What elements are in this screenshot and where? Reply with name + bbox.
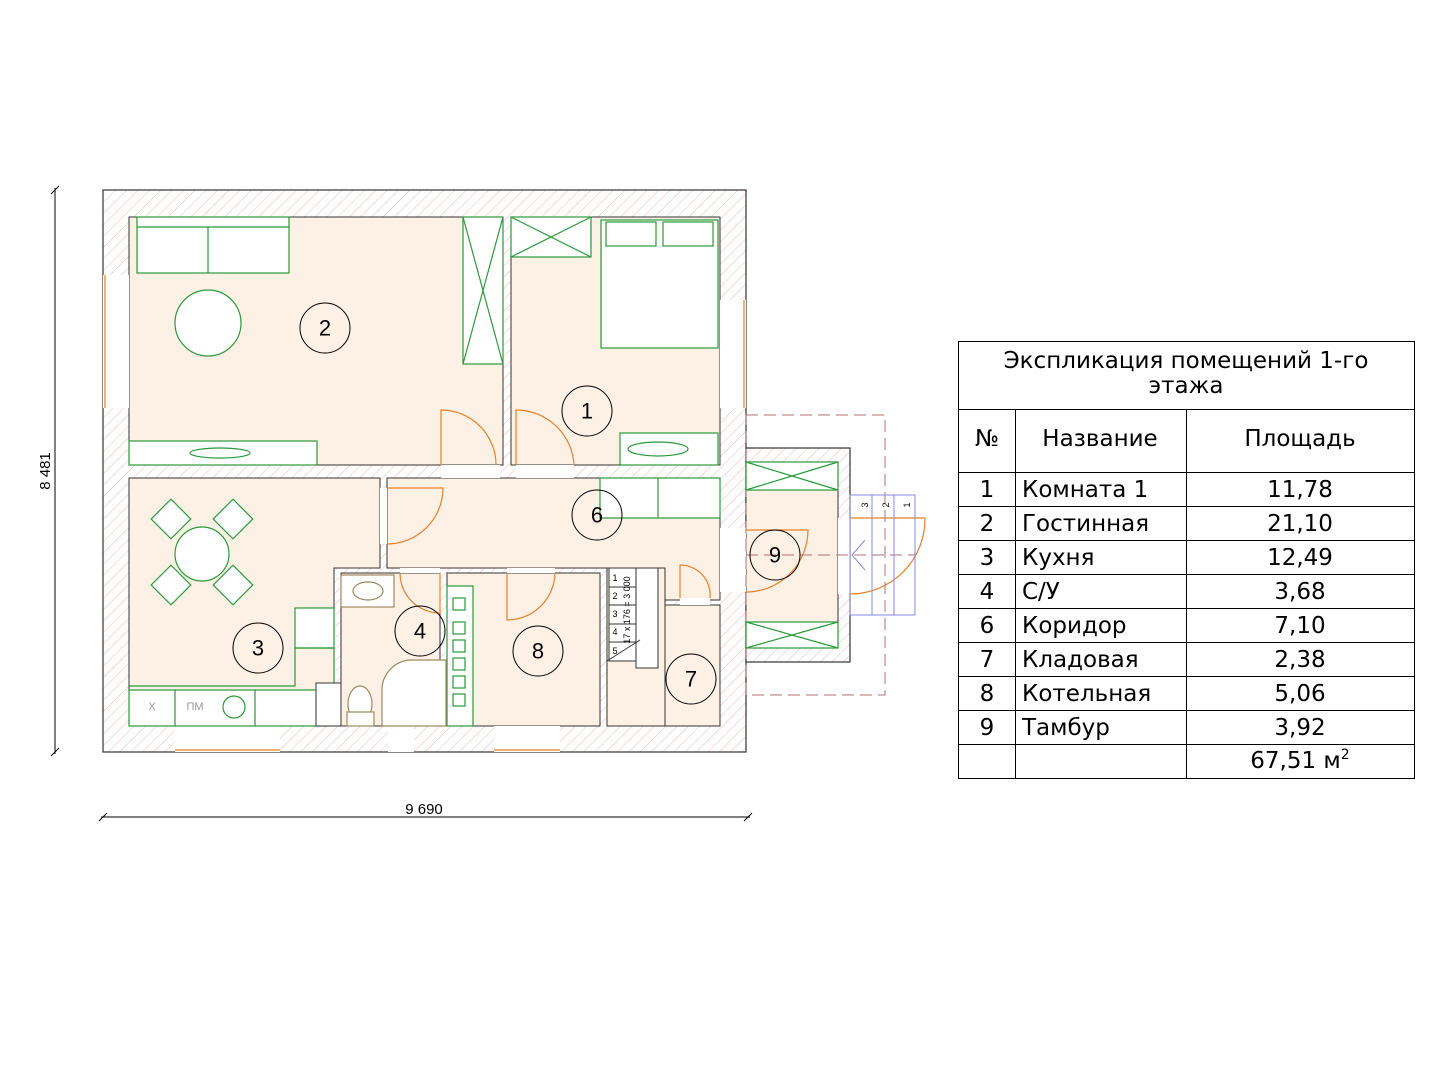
table-cell-name: Кладовая — [1022, 647, 1139, 673]
chimney — [315, 682, 342, 727]
table-cell-name: Тамбур — [1021, 715, 1110, 741]
header-area: Площадь — [1244, 426, 1355, 452]
table-cell-no: 9 — [980, 715, 995, 741]
stair-note: 17 x 176 = 3 000 — [622, 576, 632, 643]
stairs — [606, 567, 659, 669]
table-title-line2: этажа — [1149, 373, 1224, 399]
stair-step-label: 4 — [612, 627, 617, 637]
table-cell-name: Кухня — [1022, 545, 1094, 571]
furniture — [128, 216, 839, 727]
porch: 3 2 1 — [745, 414, 916, 696]
dimension-lines — [50, 185, 753, 822]
table-cell-no: 7 — [980, 647, 995, 673]
header-number: № — [975, 426, 999, 452]
room-number-4: 4 — [414, 619, 426, 644]
round-table — [174, 289, 242, 357]
room-number-6: 6 — [591, 503, 603, 528]
porch-step-label: 1 — [902, 502, 912, 507]
total-area-value: 67,51 м — [1250, 748, 1341, 774]
room-number-7: 7 — [685, 667, 697, 692]
fridge-label: Х — [148, 701, 156, 713]
table-cell-name: Гостинная — [1022, 511, 1149, 537]
stair-step-label: 5 — [612, 646, 617, 656]
porch-step-label: 2 — [881, 502, 891, 507]
height-dimension: 8 481 — [37, 452, 54, 490]
table-cell-name: С/У — [1022, 579, 1060, 605]
stair-step-label: 2 — [612, 591, 617, 601]
table-cell-area: 11,78 — [1267, 477, 1333, 503]
table-cell-area: 7,10 — [1274, 613, 1325, 639]
shower — [381, 659, 447, 727]
bathroom-fixtures — [340, 574, 447, 727]
table-cell-no: 4 — [980, 579, 995, 605]
room-number-8: 8 — [532, 639, 544, 664]
table-cell-area: 3,68 — [1274, 579, 1325, 605]
door-openings — [380, 465, 850, 605]
sofa — [136, 216, 290, 274]
windows — [103, 275, 746, 752]
room-number-3: 3 — [252, 636, 264, 661]
header-name: Название — [1042, 426, 1157, 452]
dishwasher-label: ПМ — [186, 701, 203, 713]
table-cell-area: 3,92 — [1274, 715, 1325, 741]
sink — [222, 695, 246, 719]
room-number-1: 1 — [581, 399, 593, 424]
table-cell-area: 2,38 — [1274, 647, 1325, 673]
door-swings — [386, 409, 926, 621]
room-number-2: 2 — [319, 316, 331, 341]
table-cell-no: 8 — [980, 681, 995, 707]
table-cell-no: 2 — [980, 511, 995, 537]
table-cell-area: 5,06 — [1274, 681, 1325, 707]
table-cell-no: 6 — [980, 613, 995, 639]
total-area: 67,51 м2 — [1250, 747, 1349, 774]
dining-table — [174, 526, 230, 582]
table-cell-no: 3 — [980, 545, 995, 571]
room-number-9: 9 — [769, 543, 781, 568]
table-cell-name: Коридор — [1022, 613, 1127, 639]
porch-step-label: 3 — [860, 502, 870, 507]
table-cell-no: 1 — [980, 477, 995, 503]
width-dimension: 9 690 — [405, 801, 443, 818]
table-title: Экспликация помещений 1-го — [1004, 348, 1369, 374]
stove — [294, 607, 335, 649]
table-cell-name: Комната 1 — [1022, 477, 1148, 503]
corridor-cabinet — [599, 477, 721, 519]
table-cell-name: Котельная — [1022, 681, 1151, 707]
table-cell-area: 21,10 — [1267, 511, 1333, 537]
total-area-unit-superscript: 2 — [1341, 747, 1350, 763]
stair-step-label: 3 — [612, 609, 617, 619]
room-markers — [232, 302, 801, 705]
table-cell-area: 12,49 — [1267, 545, 1333, 571]
stair-step-label: 1 — [612, 573, 617, 583]
explication-table — [958, 341, 1415, 779]
